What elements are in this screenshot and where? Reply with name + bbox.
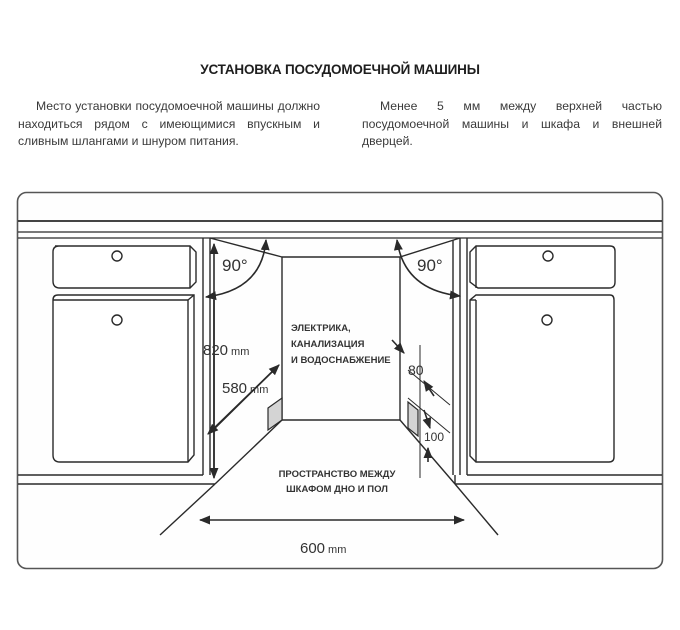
page-title: УСТАНОВКА ПОСУДОМОЕЧНОЙ МАШИНЫ	[200, 62, 480, 77]
right-cabinet	[454, 238, 662, 485]
svg-text:ПРОСТРАНСТВО МЕЖДУ: ПРОСТРАНСТВО МЕЖДУ	[279, 469, 396, 480]
plinth-shading	[267, 396, 419, 438]
utilities-label: ЭЛЕКТРИКА, КАНАЛИЗАЦИЯ И ВОДОСНАБЖЕНИЕ	[291, 323, 391, 366]
drawer-knob-icon	[542, 250, 554, 262]
floor-space-label: ПРОСТРАНСТВО МЕЖДУ ШКАФОМ ДНО И ПОЛ	[279, 469, 396, 495]
svg-text:ШКАФОМ ДНО И ПОЛ: ШКАФОМ ДНО И ПОЛ	[286, 484, 388, 495]
svg-text:И ВОДОСНАБЖЕНИЕ: И ВОДОСНАБЖЕНИЕ	[291, 355, 391, 366]
side-gap-guides	[407, 345, 451, 478]
door-knob-icon	[111, 314, 123, 326]
left-cabinet	[18, 238, 215, 485]
dimension-lines	[198, 238, 466, 525]
left-angle-label: 90°	[222, 256, 248, 275]
door-knob-icon	[541, 314, 553, 326]
side-gap-bottom-label: 100	[424, 430, 444, 444]
instruction-right: Менее 5 мм между верхней частью посудомо…	[362, 99, 662, 148]
svg-text:КАНАЛИЗАЦИЯ: КАНАЛИЗАЦИЯ	[291, 339, 365, 350]
drawer-knob-icon	[111, 250, 123, 262]
side-gap-top-label: 80	[408, 362, 424, 378]
instruction-left: Место установки посудомоечной машины дол…	[18, 99, 320, 148]
right-angle-label: 90°	[417, 256, 443, 275]
svg-text:ЭЛЕКТРИКА,: ЭЛЕКТРИКА,	[291, 323, 351, 334]
countertop	[18, 220, 662, 239]
